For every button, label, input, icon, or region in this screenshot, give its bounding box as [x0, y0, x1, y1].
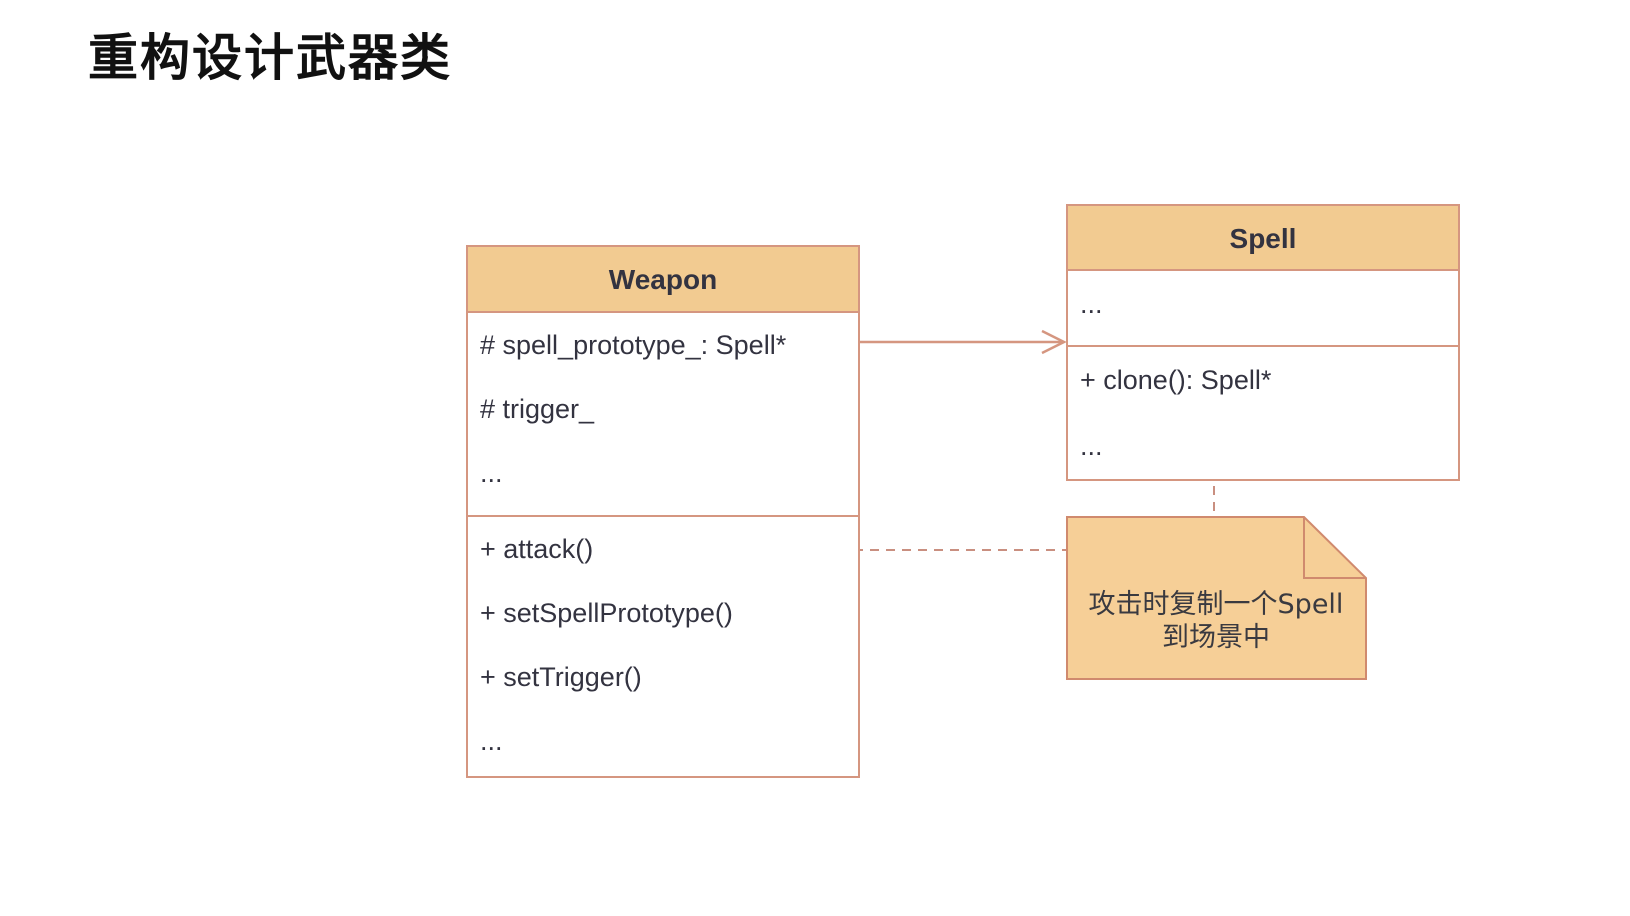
spell-class-name: Spell	[1068, 206, 1458, 271]
weapon-class-box[interactable]: Weapon # spell_prototype_: Spell* # trig…	[466, 245, 860, 778]
weapon-attributes: # spell_prototype_: Spell* # trigger_ ..…	[468, 313, 858, 515]
weapon-class-name: Weapon	[468, 247, 858, 313]
spell-attributes: ...	[1068, 271, 1458, 345]
note-shape-icon	[1066, 516, 1367, 680]
weapon-operation: ...	[480, 726, 503, 756]
spell-class-box[interactable]: Spell ... + clone(): Spell* ...	[1066, 204, 1460, 481]
weapon-operation: + setTrigger()	[480, 662, 642, 692]
spell-operations: + clone(): Spell* ...	[1068, 345, 1458, 479]
spell-attribute: ...	[1080, 289, 1103, 319]
weapon-attribute: # trigger_	[480, 394, 595, 424]
weapon-operations: + attack() + setSpellPrototype() + setTr…	[468, 515, 858, 780]
note-line-1: 攻击时复制一个Spell	[1088, 589, 1344, 620]
weapon-attribute: ...	[480, 458, 503, 488]
weapon-attribute: # spell_prototype_: Spell*	[480, 330, 787, 360]
weapon-operation: + attack()	[480, 534, 594, 564]
page-title: 重构设计武器类	[88, 29, 452, 87]
weapon-operation: + setSpellPrototype()	[480, 598, 733, 628]
comment-note[interactable]: 攻击时复制一个Spell 到场景中	[1066, 516, 1367, 680]
spell-operation: + clone(): Spell*	[1080, 365, 1272, 395]
spell-operation: ...	[1080, 431, 1103, 461]
association-arrowhead	[1041, 329, 1067, 355]
note-text: 攻击时复制一个Spell 到场景中	[1066, 588, 1366, 654]
note-line-2: 到场景中	[1162, 622, 1270, 653]
